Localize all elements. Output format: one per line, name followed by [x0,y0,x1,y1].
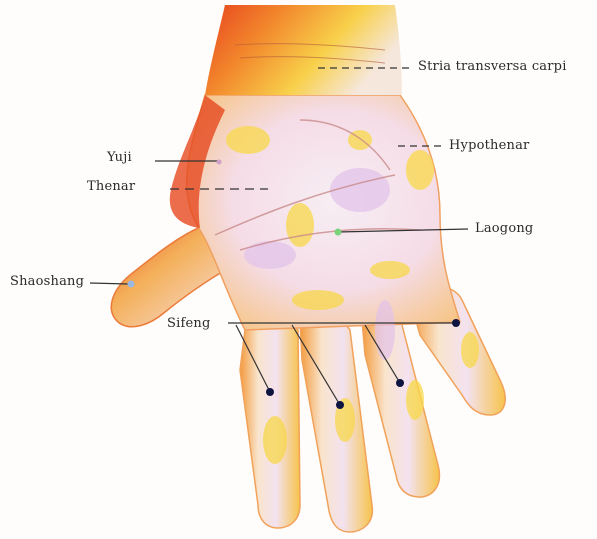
label-yuji: Yuji [107,151,132,164]
label-laogong: Laogong [475,222,533,235]
label-sifeng: Sifeng [167,317,210,330]
yuji-point [217,160,222,165]
sifeng-point-middle [336,401,344,409]
sifeng-point-little [452,319,460,327]
label-stria-transversa-carpi: Stria transversa carpi [418,60,567,73]
sifeng-point-index [266,388,274,396]
wrist [205,5,402,95]
label-hypothenar: Hypothenar [449,139,529,152]
laogong-point [335,229,342,236]
sifeng-point-ring [396,379,404,387]
label-thenar: Thenar [87,180,135,193]
shaoshang-point [128,281,135,288]
label-shaoshang: Shaoshang [10,275,84,288]
